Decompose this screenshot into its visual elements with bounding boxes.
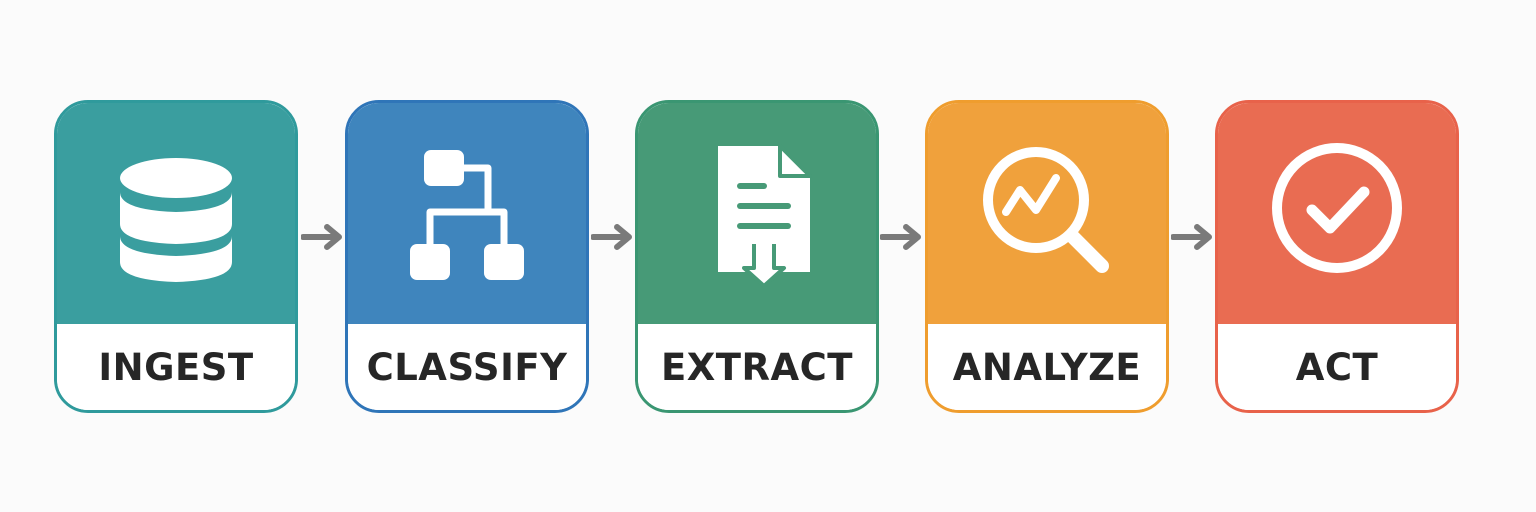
step-label-area: ACT bbox=[1218, 324, 1456, 410]
arrow-right-icon bbox=[1171, 224, 1212, 250]
document-extract-icon bbox=[718, 144, 812, 288]
step-label-area: INGEST bbox=[57, 324, 295, 410]
arrow-right-icon bbox=[880, 224, 921, 250]
step-card-extract: EXTRACT bbox=[635, 100, 879, 413]
step-card-classify: CLASSIFY bbox=[345, 100, 589, 413]
step-label-area: ANALYZE bbox=[928, 324, 1166, 410]
step-label: INGEST bbox=[98, 345, 254, 389]
step-icon-area bbox=[348, 103, 586, 327]
step-label-area: EXTRACT bbox=[638, 324, 876, 410]
step-icon-area bbox=[638, 103, 876, 327]
step-card-act: ACT bbox=[1215, 100, 1459, 413]
arrow-right-icon bbox=[301, 224, 342, 250]
step-card-analyze: ANALYZE bbox=[925, 100, 1169, 413]
step-card-ingest: INGEST bbox=[54, 100, 298, 413]
step-label: CLASSIFY bbox=[366, 345, 568, 389]
magnifier-chart-icon bbox=[983, 147, 1109, 273]
step-icon-area bbox=[1218, 103, 1456, 327]
hierarchy-icon bbox=[410, 150, 524, 280]
arrow-right-icon bbox=[591, 224, 632, 250]
step-label: ACT bbox=[1295, 345, 1379, 389]
check-circle-icon bbox=[1272, 143, 1402, 273]
step-label: ANALYZE bbox=[952, 345, 1142, 389]
step-icon-area bbox=[928, 103, 1166, 327]
database-icon bbox=[120, 158, 232, 282]
step-icon-area bbox=[57, 103, 295, 327]
step-label-area: CLASSIFY bbox=[348, 324, 586, 410]
step-label: EXTRACT bbox=[660, 345, 854, 389]
